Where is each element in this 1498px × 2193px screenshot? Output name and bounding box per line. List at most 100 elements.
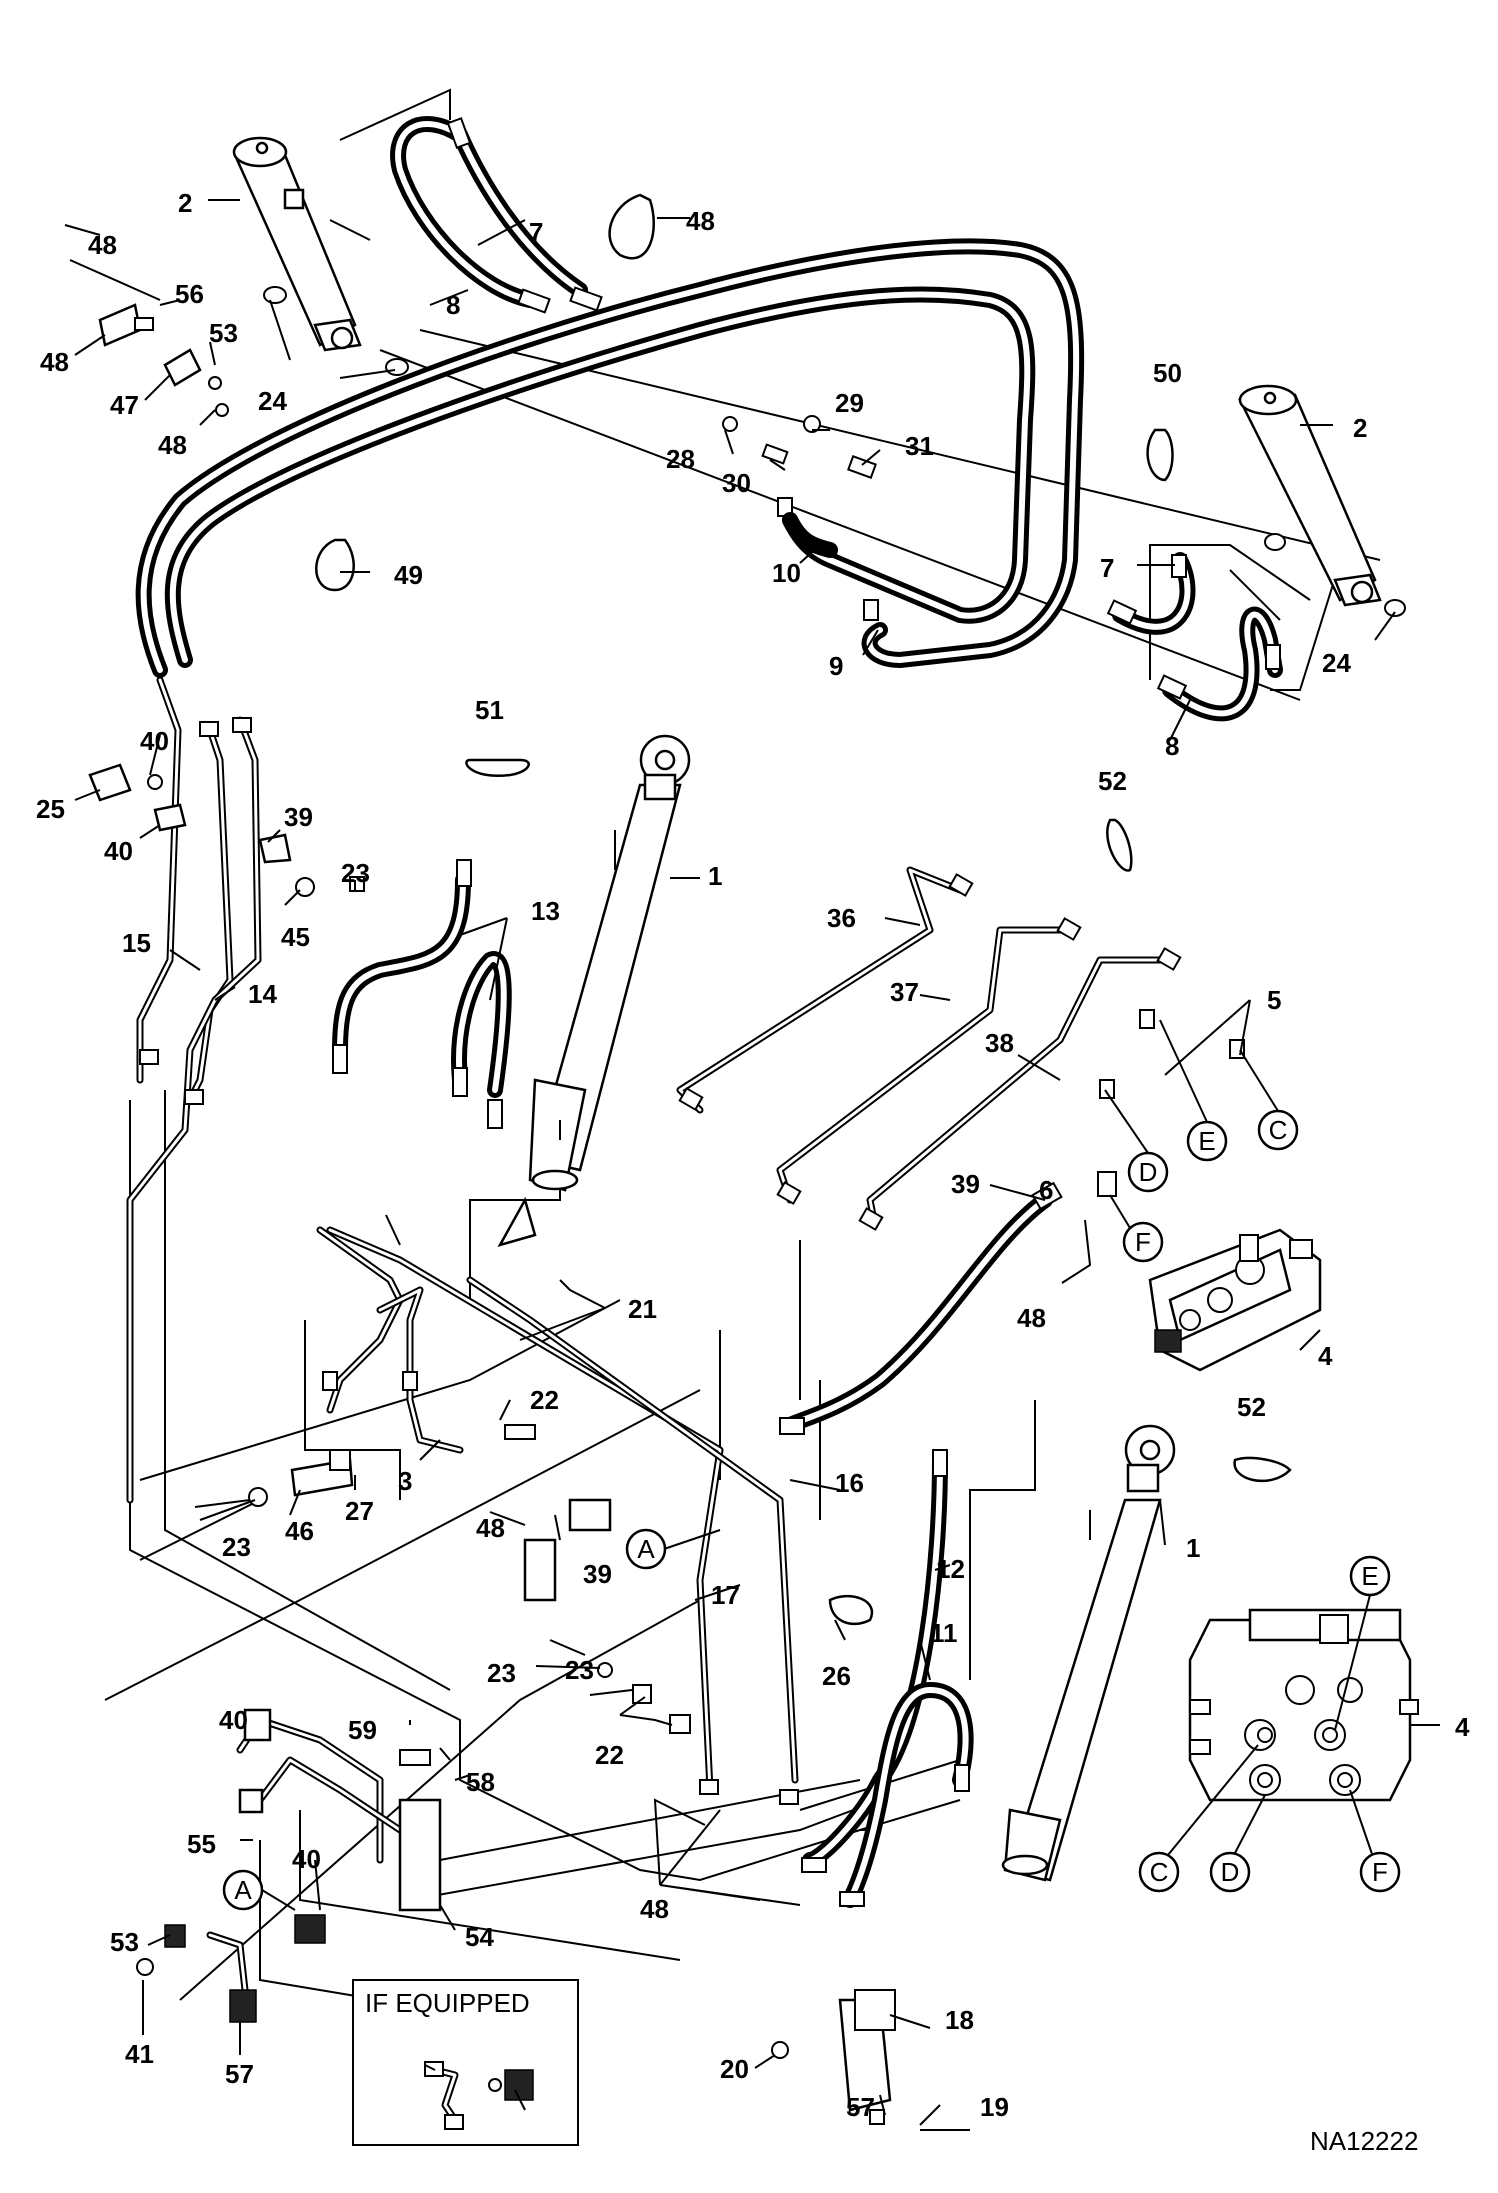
control-valve-upper — [1148, 1228, 1322, 1372]
callout-d-lower: D — [1221, 1857, 1240, 1887]
tilt-hoses-upper — [390, 116, 603, 314]
part-label-23: 23 — [341, 858, 370, 888]
part-label-21: 21 — [628, 1294, 657, 1324]
part-label-18: 18 — [945, 2005, 974, 2035]
part-label-7: 7 — [1100, 553, 1114, 583]
part-label-35: 39 — [951, 1169, 980, 1199]
part-label-55: 57 — [225, 2059, 254, 2089]
tilt-cylinder-left — [232, 136, 409, 376]
part-label-9: 9 — [829, 651, 843, 681]
part-label-19: 19 — [980, 2092, 1009, 2122]
tubes-3 — [316, 1226, 464, 1454]
part-label-23: 23 — [222, 1532, 251, 1562]
part-label-28: 28 — [666, 444, 695, 474]
part-label-46: 48 — [158, 430, 187, 460]
callout-e-upper: E — [1198, 1126, 1215, 1156]
tubes-14-15 — [126, 676, 262, 1504]
if-equipped-inset: IF EQUIPPED — [352, 1979, 579, 2146]
callout-a-lower: A — [234, 1875, 252, 1905]
part-label-2: 2 — [178, 188, 192, 218]
part-label-25: 25 — [36, 794, 65, 824]
callout-f-lower: F — [1372, 1857, 1388, 1887]
part-label-43: 48 — [40, 347, 69, 377]
part-label-40: 40 — [140, 726, 169, 756]
part-label-4: 4 — [1318, 1341, 1333, 1371]
inset-title: IF EQUIPPED — [365, 1988, 530, 2018]
part-label-24: 24 — [1322, 648, 1351, 678]
tilt-cylinder-right — [1238, 384, 1406, 617]
part-label-54: 57 — [846, 2092, 875, 2122]
part-label-32: 36 — [827, 903, 856, 933]
figure-id: NA12222 — [1310, 2126, 1418, 2156]
part-label-22: 22 — [530, 1385, 559, 1415]
part-label-34: 38 — [985, 1028, 1014, 1058]
hose-35 — [779, 1171, 1117, 1435]
part-label-49: 53 — [209, 318, 238, 348]
part-label-39: 39 — [284, 802, 313, 832]
part-label-29: 29 — [835, 388, 864, 418]
cable-ties — [315, 193, 1292, 1483]
part-label-30: 30 — [722, 468, 751, 498]
part-label-41: 46 — [285, 1516, 314, 1546]
part-label-14: 14 — [248, 979, 277, 1009]
tubes-16-17 — [326, 1226, 799, 1805]
part-label-45: 48 — [640, 1894, 669, 1924]
part-label-10: 10 — [772, 558, 801, 588]
part-label-47: 48 — [1017, 1303, 1046, 1333]
part-label-4: 4 — [1455, 1712, 1470, 1742]
lift-cylinder-lower — [1001, 1424, 1176, 1882]
callout-c-upper: C — [1269, 1115, 1288, 1145]
part-label-36: 39 — [583, 1559, 612, 1589]
part-label-57: 59 — [348, 1715, 377, 1745]
main-hose-loop — [135, 238, 1085, 678]
part-label-47: 48 — [476, 1513, 505, 1543]
part-label-38: 40 — [292, 1844, 321, 1874]
hardware — [69, 259, 970, 2131]
part-label-3: 3 — [398, 1466, 412, 1496]
part-label-21: 22 — [595, 1740, 624, 1770]
part-label-20: 20 — [720, 2054, 749, 2084]
part-label-51: 54 — [465, 1922, 494, 1952]
callout-f-upper: F — [1135, 1227, 1151, 1257]
part-label-48: 48 — [686, 206, 715, 236]
callout-e-lower: E — [1361, 1561, 1378, 1591]
callout-a-upper: A — [637, 1534, 655, 1564]
tilt-hoses-lower — [1106, 552, 1283, 722]
part-label-40: 41 — [125, 2039, 154, 2069]
part-label-48: 52 — [1098, 766, 1127, 796]
part-label-22: 23 — [565, 1655, 594, 1685]
part-label-1: 1 — [708, 861, 722, 891]
callout-c-lower: C — [1150, 1857, 1169, 1887]
lift-hoses-11-12 — [801, 1449, 974, 1908]
control-valve-lower — [1188, 1608, 1419, 1802]
part-label-44: 48 — [88, 230, 117, 260]
part-label-56: 58 — [466, 1767, 495, 1797]
tee-fittings — [722, 415, 879, 621]
part-label-48: 50 — [1153, 358, 1182, 388]
part-label-17: 17 — [711, 1580, 740, 1610]
part-label-41: 45 — [281, 922, 310, 952]
part-label-8: 8 — [446, 290, 460, 320]
part-label-24: 24 — [258, 386, 287, 416]
part-label-27: 27 — [345, 1496, 374, 1526]
part-labels: 2 2 7 7 8 8 48 49 50 51 52 52 48 56 53 4… — [36, 188, 1470, 2122]
part-label-16: 16 — [835, 1468, 864, 1498]
part-label-1: 1 — [1186, 1533, 1200, 1563]
lift-cylinder-upper — [528, 734, 691, 1192]
part-label-53: 56 — [175, 279, 204, 309]
part-label-15: 15 — [122, 928, 151, 958]
port-callouts: A A C E D F E C D F — [222, 1019, 1401, 1911]
part-label-37: 40 — [219, 1705, 248, 1735]
part-leader-lines — [64, 199, 1440, 2126]
part-label-52: 55 — [187, 1829, 216, 1859]
lift-hoses-13 — [332, 859, 512, 1129]
callout-d-upper: D — [1139, 1157, 1158, 1187]
part-label-31: 31 — [905, 431, 934, 461]
part-label-11: 11 — [930, 1618, 958, 1648]
part-label-48: 51 — [475, 695, 504, 725]
part-label-33: 37 — [890, 977, 919, 1007]
part-label-8: 8 — [1165, 731, 1179, 761]
part-label-42: 47 — [110, 390, 139, 420]
part-label-13: 13 — [531, 896, 560, 926]
part-label-23: 23 — [487, 1658, 516, 1688]
